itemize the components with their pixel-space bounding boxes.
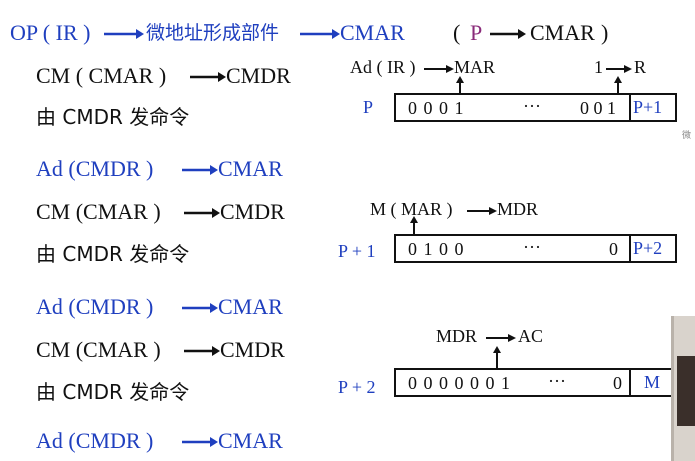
micro-bits: 0 0 1 (580, 98, 616, 118)
micro-label-left-to: MAR (454, 57, 496, 77)
header-op: OP ( IR ) (10, 20, 91, 45)
video-overlay (671, 316, 695, 461)
micro-label-left: M ( MAR ) (370, 199, 453, 219)
micro-dots: ··· (523, 96, 541, 116)
arrow-icon (300, 29, 340, 39)
micro-label-left: MDR (436, 326, 478, 346)
arrow-icon (104, 29, 144, 39)
micro-bits: 0 (609, 239, 618, 259)
micro-next-address: M (644, 372, 661, 392)
corner-watermark-text: 微 (682, 131, 692, 141)
header-unit: 微地址形成部件 (146, 22, 280, 44)
micro-bits: 0 (613, 373, 622, 393)
micro-address: P + 1 (338, 241, 376, 261)
micro-address: P + 2 (338, 377, 376, 397)
step-target: CMDR (220, 199, 285, 224)
header-paren-open: ( (453, 20, 461, 45)
step-line: CM ( CMAR ) (36, 63, 167, 88)
arrow-icon (182, 165, 218, 175)
micro-address: P (363, 97, 374, 117)
step-target: CMDR (226, 63, 291, 88)
header-p: P (470, 20, 483, 45)
micro-instruction-box (394, 234, 677, 263)
micro-instruction-box (394, 93, 677, 122)
micro-label-right: 1 (594, 57, 603, 77)
micro-label-left: Ad ( IR ) (350, 57, 416, 77)
micro-bits: 0 0 0 1 (408, 98, 465, 118)
micro-label-right-to: R (634, 57, 647, 77)
header-cmar2: CMAR (530, 20, 595, 45)
step-line: 由 CMDR 发命令 (36, 105, 190, 129)
arrow-icon (182, 303, 218, 313)
arrow-icon (490, 29, 526, 39)
arrow-icon (467, 207, 497, 215)
up-arrow-icon (493, 346, 501, 368)
step-target: CMDR (220, 337, 285, 362)
arrow-icon (486, 334, 516, 342)
step-line: 由 CMDR 发命令 (36, 242, 190, 266)
micro-label-left-to: AC (518, 326, 544, 346)
header-cmar: CMAR (340, 20, 405, 45)
step-target: CMAR (218, 156, 283, 181)
step-target: CMAR (218, 428, 283, 453)
step-line: CM (CMAR ) (36, 337, 161, 362)
header-paren-close: ) (601, 20, 609, 45)
step-line: Ad (CMDR ) (36, 294, 154, 319)
arrow-icon (424, 65, 454, 73)
step-target: CMAR (218, 294, 283, 319)
arrow-icon (182, 437, 218, 447)
micro-bits: 0 0 0 0 0 0 1 (408, 373, 511, 393)
step-line: Ad (CMDR ) (36, 428, 154, 453)
micro-instruction-box (394, 368, 677, 397)
micro-dots: ··· (548, 371, 566, 391)
step-line: Ad (CMDR ) (36, 156, 154, 181)
step-line: 由 CMDR 发命令 (36, 380, 190, 404)
arrow-icon (184, 346, 220, 356)
micro-dots: ··· (523, 237, 541, 257)
micro-next-address: P+2 (633, 238, 663, 258)
step-line: CM (CMAR ) (36, 199, 161, 224)
arrow-icon (184, 208, 220, 218)
micro-bits: 0 1 0 0 (408, 239, 465, 259)
micro-next-address: P+1 (633, 97, 663, 117)
arrow-icon (190, 72, 226, 82)
arrow-icon (606, 65, 632, 73)
micro-label-left-to: MDR (497, 199, 539, 219)
up-arrow-icon (410, 216, 418, 236)
